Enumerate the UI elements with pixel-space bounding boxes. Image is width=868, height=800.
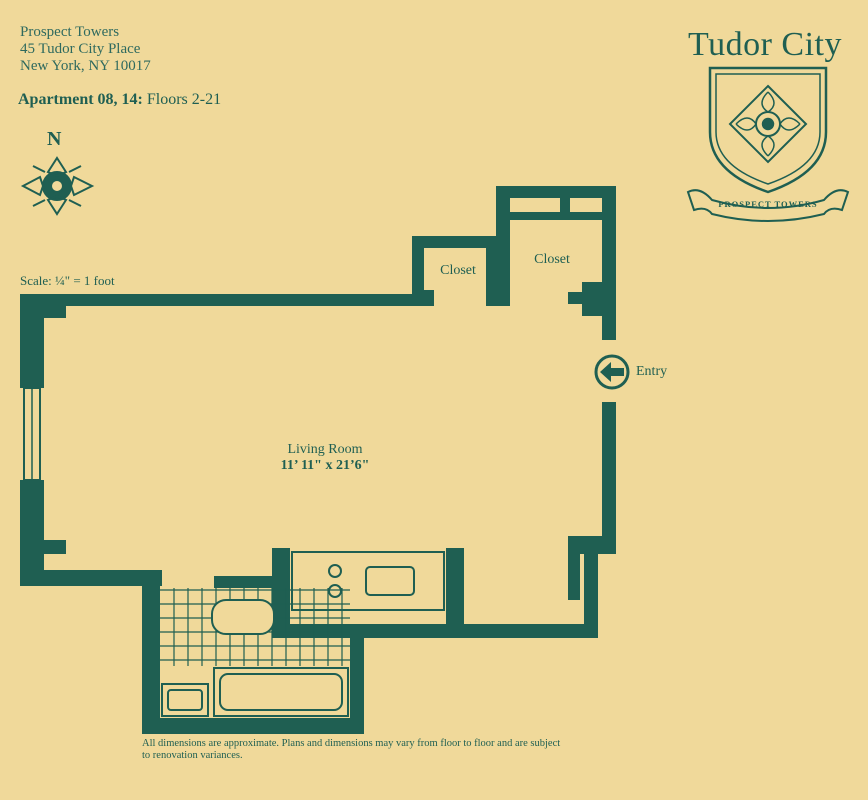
closet-2-label: Closet bbox=[534, 252, 570, 267]
walls bbox=[20, 186, 616, 734]
apartment-label: Apartment 08, 14: bbox=[18, 91, 143, 108]
building-street: 45 Tudor City Place bbox=[20, 41, 141, 57]
closet-1-label: Closet bbox=[440, 263, 476, 278]
compass-north-label: N bbox=[47, 128, 62, 150]
logo-ribbon bbox=[686, 189, 850, 222]
logo-ribbon-text: PROSPECT TOWERS bbox=[718, 199, 818, 209]
apartment-floors: Floors 2-21 bbox=[146, 91, 222, 108]
bathroom-fixtures bbox=[161, 599, 349, 717]
kitchenette bbox=[291, 551, 445, 611]
apartment-heading: Apartment 08, 14: Floors 2-21 bbox=[18, 91, 221, 109]
entry-arrow-icon bbox=[594, 354, 630, 390]
living-room-label: Living Room bbox=[287, 442, 363, 457]
building-city: New York, NY 10017 bbox=[20, 58, 151, 74]
living-room-dimensions: 11’ 11" x 21’6" bbox=[280, 458, 370, 473]
building-address: Prospect Towers 45 Tudor City Place New … bbox=[20, 24, 151, 75]
disclaimer-note: All dimensions are approximate. Plans an… bbox=[142, 738, 561, 761]
compass-rose-icon bbox=[20, 156, 95, 216]
scale-label: Scale: ¼" = 1 foot bbox=[20, 273, 115, 288]
logo-title: Tudor City bbox=[688, 26, 842, 63]
building-name: Prospect Towers bbox=[20, 24, 120, 40]
entry-label: Entry bbox=[636, 364, 668, 379]
tudor-city-shield-icon bbox=[708, 66, 828, 194]
